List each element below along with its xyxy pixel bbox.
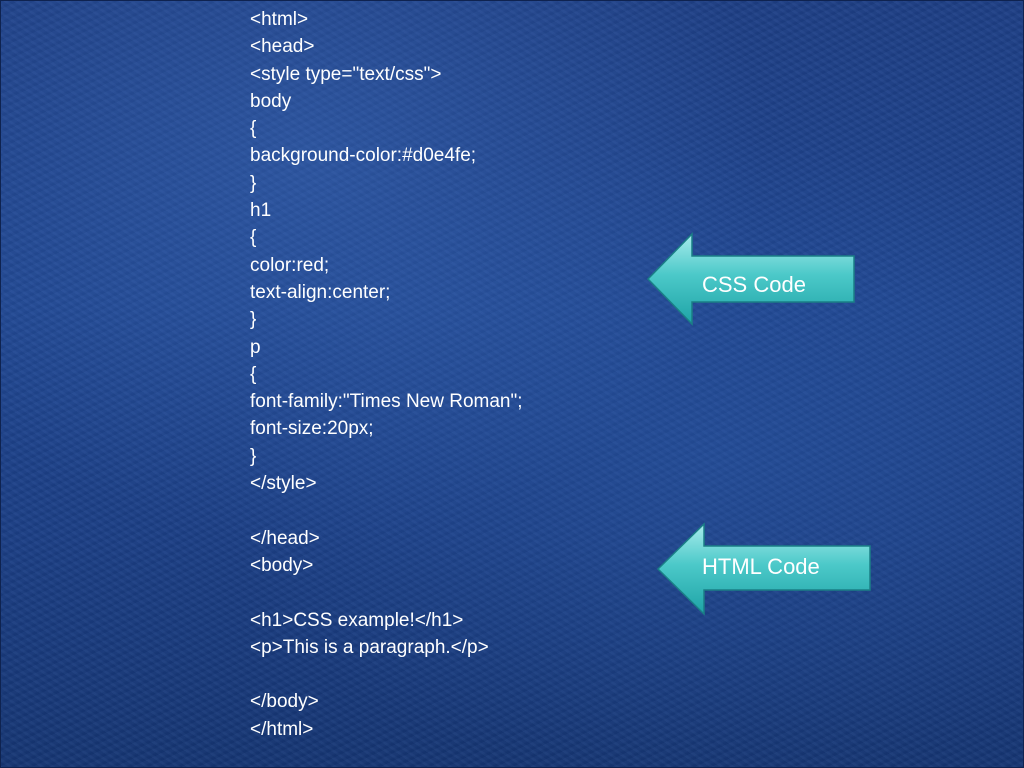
code-line: <html> bbox=[250, 9, 309, 30]
code-line: </head> bbox=[250, 527, 320, 549]
code-line: <style type="text/css"> bbox=[250, 63, 442, 85]
html-code-callout: HTML Code bbox=[656, 522, 874, 616]
code-line: { bbox=[250, 227, 257, 249]
code-line bbox=[250, 661, 523, 688]
code-line bbox=[250, 579, 523, 606]
code-line: { bbox=[250, 118, 257, 140]
code-line: </body> bbox=[250, 691, 319, 713]
css-code-callout: CSS Code bbox=[646, 232, 858, 326]
code-line: font-family:"Times New Roman"; bbox=[250, 391, 523, 413]
code-line: </html> bbox=[250, 718, 314, 740]
code-line: font-size:20px; bbox=[250, 418, 374, 440]
code-line: } bbox=[250, 172, 257, 194]
code-listing: <html> <head> <style type="text/css"> bo… bbox=[250, 6, 523, 743]
code-line: <body> bbox=[250, 554, 314, 576]
code-line: <h1>CSS example!</h1> bbox=[250, 609, 464, 631]
code-line: <head> bbox=[250, 36, 315, 58]
css-code-label: CSS Code bbox=[702, 272, 806, 297]
code-line: p bbox=[250, 336, 261, 358]
code-line: color:red; bbox=[250, 254, 330, 276]
left-arrow-callout-icon bbox=[646, 232, 855, 326]
code-line: </style> bbox=[250, 473, 317, 495]
code-line: { bbox=[250, 363, 257, 385]
code-line: h1 bbox=[250, 200, 272, 222]
code-line: body bbox=[250, 90, 292, 112]
code-line: } bbox=[250, 445, 257, 467]
code-line bbox=[250, 497, 523, 524]
code-line: <p>This is a paragraph.</p> bbox=[250, 636, 489, 658]
left-arrow-callout-icon bbox=[656, 522, 871, 616]
code-line: text-align:center; bbox=[250, 281, 391, 303]
html-code-label: HTML Code bbox=[702, 554, 820, 579]
code-line: } bbox=[250, 309, 257, 331]
code-line: background-color:#d0e4fe; bbox=[250, 145, 477, 167]
